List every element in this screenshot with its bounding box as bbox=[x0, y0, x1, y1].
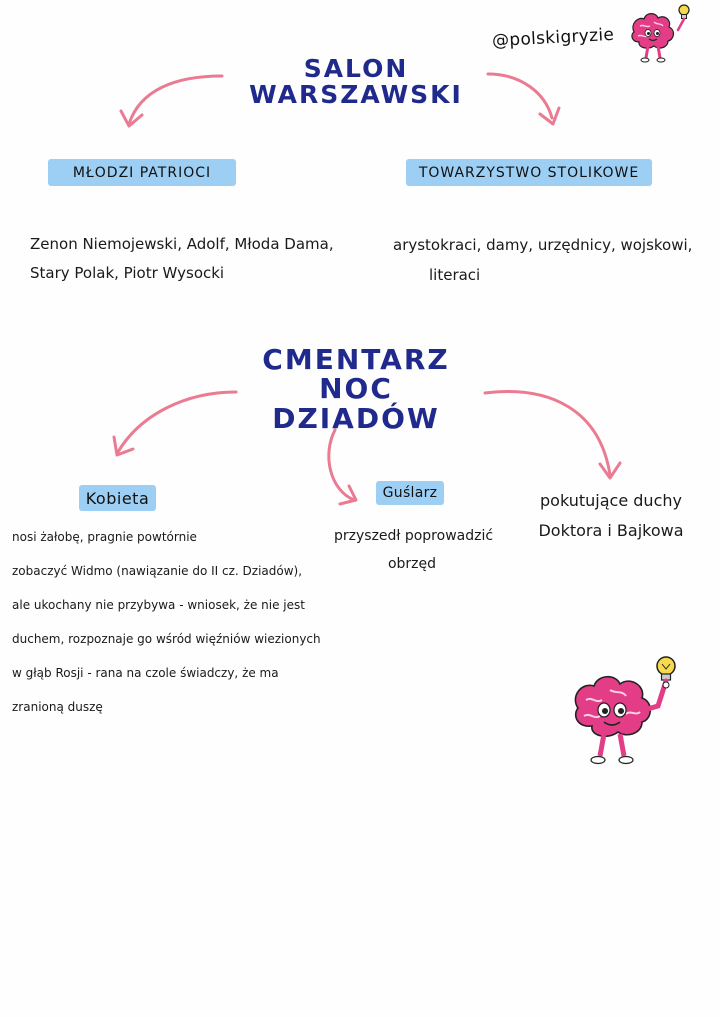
note-line: duchem, rozpoznaje go wśród więźniów wie… bbox=[12, 632, 321, 646]
arrowhead-salon-right bbox=[538, 106, 561, 126]
label-kobieta: Kobieta bbox=[79, 485, 156, 511]
author-handle: @polskigryzie bbox=[491, 24, 615, 52]
arrow-cmentarz-left bbox=[116, 390, 238, 454]
arrow-cmentarz-middle bbox=[327, 428, 356, 502]
arrowhead-cmentarz-middle bbox=[338, 484, 358, 506]
arrow-cmentarz-right bbox=[483, 390, 612, 477]
towarzystwo-stolikowe-members: arystokraci, damy, urzędnicy, wojskowi, … bbox=[393, 230, 692, 290]
note-line: ale ukochany nie przybywa - wniosek, że … bbox=[12, 598, 305, 612]
kobieta-description: nosi żałobę, pragnie powtórnie zobaczyć … bbox=[12, 520, 321, 724]
arrow-salon-right bbox=[486, 72, 554, 120]
note-line: Stary Polak, Piotr Wysocki bbox=[30, 264, 225, 282]
cmentarz-title-line: CMENTARZ bbox=[262, 343, 450, 376]
note-line: Doktora i Bajkowa bbox=[538, 521, 684, 540]
arrow-salon-left bbox=[127, 74, 224, 126]
label-towarzystwo-stolikowe: TOWARZYSTWO STOLIKOWE bbox=[406, 159, 652, 186]
cmentarz-title-line: NOC DZIADÓW bbox=[272, 372, 440, 435]
note-line: literaci bbox=[429, 266, 481, 284]
salon-title: SALON WARSZAWSKI bbox=[249, 54, 463, 110]
note-line: zobaczyć Widmo (nawiązanie do II cz. Dzi… bbox=[12, 564, 303, 578]
mlodzi-patrioci-members: Zenon Niemojewski, Adolf, Młoda Dama, St… bbox=[30, 230, 334, 288]
guslarz-description: przyszedł poprowadzić obrzęd bbox=[334, 522, 494, 578]
label-guslarz: Guślarz bbox=[376, 481, 444, 505]
note-line: arystokraci, damy, urzędnicy, wojskowi, bbox=[393, 236, 693, 254]
arrowhead-salon-left bbox=[119, 109, 144, 128]
lightbulb-small-icon bbox=[676, 4, 690, 32]
note-line: nosi żałobę, pragnie powtórnie bbox=[12, 530, 197, 544]
cmentarz-title: CMENTARZ NOC DZIADÓW bbox=[238, 345, 474, 433]
note-line: w głąb Rosji - rana na czole świadczy, ż… bbox=[12, 666, 279, 680]
label-mlodzi-patrioci: MŁODZI PATRIOCI bbox=[48, 159, 236, 186]
duchy-description: pokutujące duchy Doktora i Bajkowa bbox=[526, 486, 696, 546]
brain-mascot-small-icon bbox=[631, 4, 690, 63]
lightbulb-icon bbox=[655, 656, 676, 709]
note-line: Zenon Niemojewski, Adolf, Młoda Dama, bbox=[30, 235, 334, 253]
brain-mascot-icon bbox=[574, 656, 676, 765]
note-line: pokutujące duchy bbox=[540, 491, 682, 510]
note-line: przyszedł poprowadzić bbox=[334, 528, 494, 544]
note-line: zranioną duszę bbox=[12, 700, 103, 714]
arrowhead-cmentarz-left bbox=[112, 435, 135, 457]
arrowhead-cmentarz-right bbox=[598, 461, 622, 480]
note-line: obrzęd bbox=[387, 556, 437, 572]
